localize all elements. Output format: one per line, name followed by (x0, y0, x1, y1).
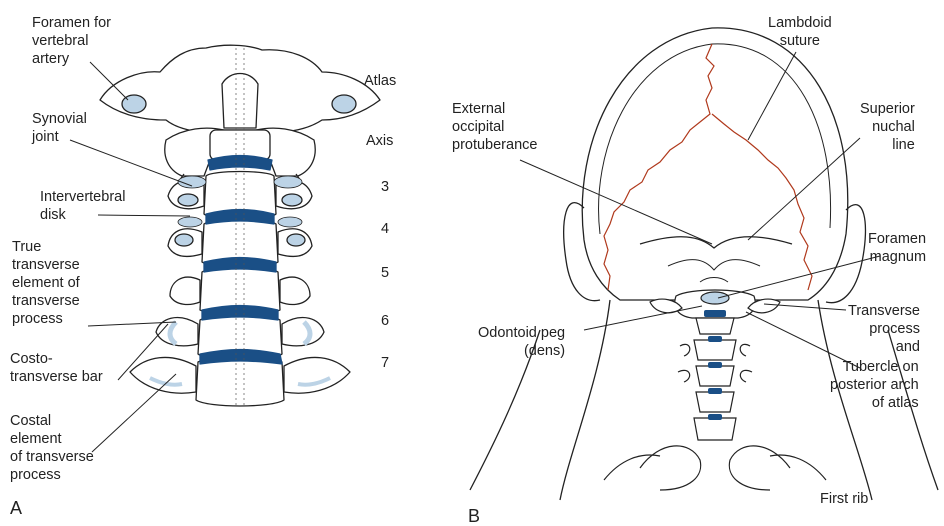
panel-letter-a: A (10, 498, 22, 518)
level-label-c5: 5 (381, 264, 389, 282)
label-lambdoid-suture: Lambdoid suture (768, 14, 832, 50)
level-label-c3: 3 (381, 178, 389, 196)
label-odontoid-peg: Odontoid peg (dens) (478, 324, 565, 360)
first-rib-arc (640, 446, 790, 490)
atlas-vertebra (100, 45, 380, 138)
label-intervertebral-disk: Intervertebral disk (40, 188, 125, 224)
panel-letter-b: B (468, 506, 480, 526)
label-foramen-vertebral-artery: Foramen for vertebral artery (32, 14, 111, 68)
level-label-c6: 6 (381, 312, 389, 330)
level-label-axis: Axis (366, 132, 393, 150)
level-label-c4: 4 (381, 220, 389, 238)
label-first-rib: First rib (820, 490, 868, 508)
skull-outline (582, 28, 848, 300)
label-synovial-joint: Synovial joint (32, 110, 87, 146)
clavicle-outline (604, 455, 826, 480)
foramen-vertebral-artery-right (332, 95, 356, 113)
occipital-lines (668, 260, 760, 282)
label-external-occipital-protuberance: External occipital protuberance (452, 100, 537, 154)
label-costotransverse-bar: Costo- transverse bar (10, 350, 103, 386)
label-costal-element: Costal element of transverse process (10, 412, 94, 484)
label-foramen-magnum: Foramen magnum (868, 230, 926, 266)
label-transverse-process: Transverse process and (848, 302, 920, 356)
level-label-c7: 7 (381, 354, 389, 372)
label-superior-nuchal-line: Superior nuchal line (860, 100, 915, 154)
label-tubercle-posterior-arch: Tubercle on posterior arch of atlas (830, 358, 919, 412)
vertebral-bodies (196, 172, 284, 407)
skull-inner-outline (599, 44, 831, 234)
ear-right (826, 205, 865, 303)
cervical-spine-anterior-view (100, 45, 380, 406)
superior-nuchal-line (640, 237, 792, 248)
label-true-transverse-element: True transverse element of transverse pr… (12, 238, 80, 328)
level-label-atlas: Atlas (364, 72, 396, 90)
